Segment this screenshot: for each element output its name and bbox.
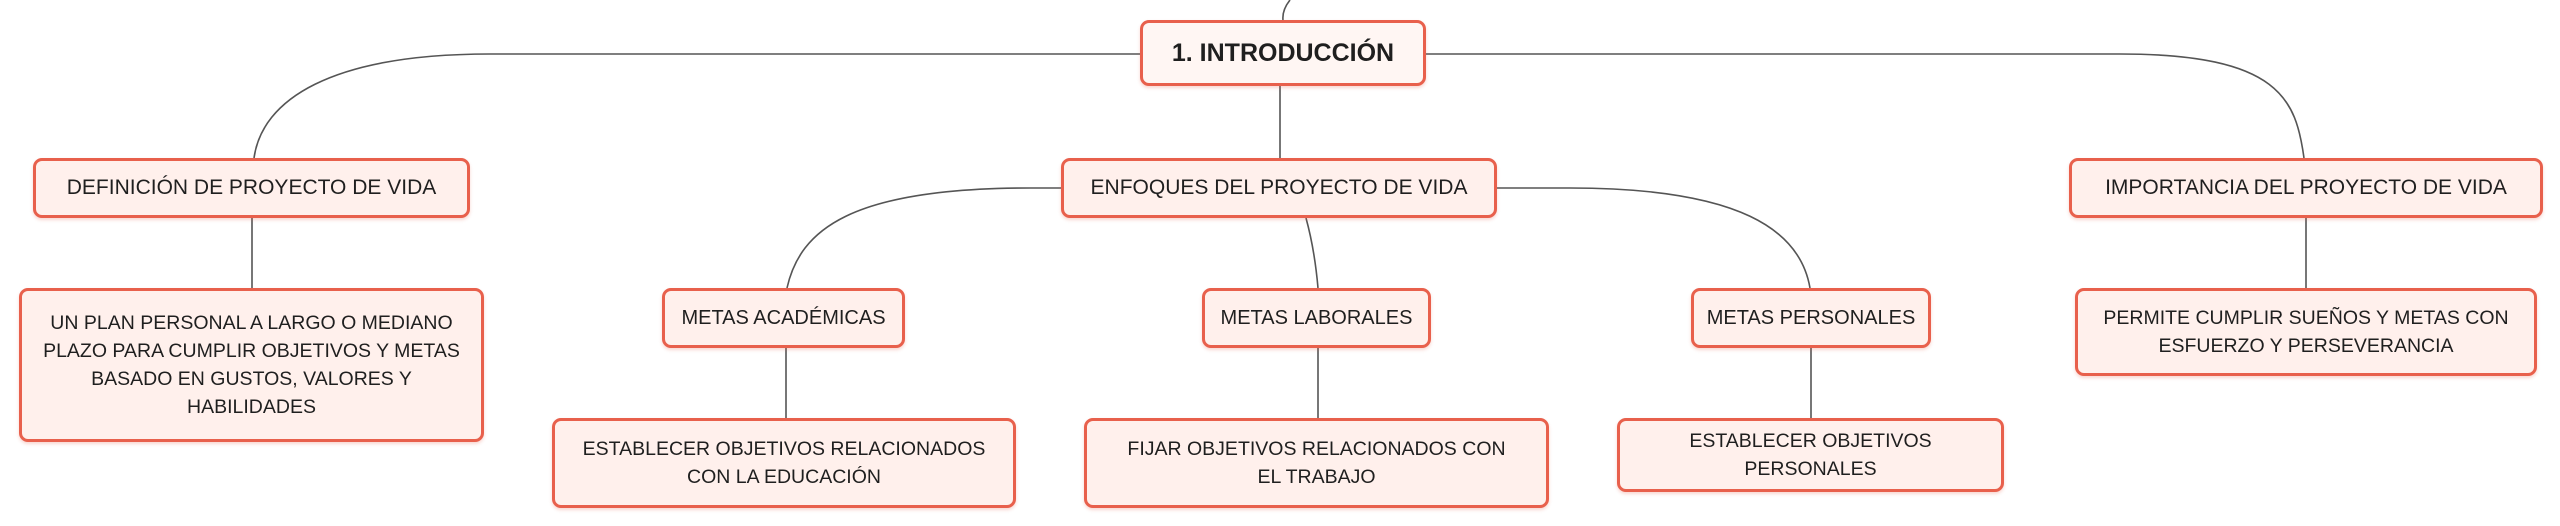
node-personales-detail[interactable]: ESTABLECER OBJETIVOS PERSONALES (1617, 418, 2004, 492)
node-enfoques[interactable]: ENFOQUES DEL PROYECTO DE VIDA (1061, 158, 1497, 218)
node-importancia[interactable]: IMPORTANCIA DEL PROYECTO DE VIDA (2069, 158, 2543, 218)
root-node-introduccion[interactable]: 1. INTRODUCCIÓN (1140, 20, 1426, 86)
connector-enfoques-laborales (1305, 217, 1319, 289)
node-definicion[interactable]: DEFINICIÓN DE PROYECTO DE VIDA (33, 158, 470, 218)
connector-enfoques-academicas (786, 187, 1061, 289)
node-metas-academicas[interactable]: METAS ACADÉMICAS (662, 288, 905, 348)
laborales-detail-text: FIJAR OBJETIVOS RELACIONADOS CON EL TRAB… (1127, 438, 1506, 488)
academicas-detail-text: ESTABLECER OBJETIVOS RELACIONADOS CON LA… (582, 438, 986, 488)
node-academicas-detail[interactable]: ESTABLECER OBJETIVOS RELACIONADOS CON LA… (552, 418, 1016, 508)
connector-enfoques-personales (1497, 187, 1811, 289)
metas-personales-label: METAS PERSONALES (1706, 307, 1916, 329)
node-laborales-detail[interactable]: FIJAR OBJETIVOS RELACIONADOS CON EL TRAB… (1084, 418, 1549, 508)
metas-laborales-label: METAS LABORALES (1220, 307, 1413, 329)
connector-root-importancia (1426, 53, 2305, 159)
node-metas-personales[interactable]: METAS PERSONALES (1691, 288, 1931, 348)
connector-incoming (1282, 0, 1291, 21)
node-metas-laborales[interactable]: METAS LABORALES (1202, 288, 1431, 348)
enfoques-label: ENFOQUES DEL PROYECTO DE VIDA (1090, 176, 1468, 199)
importancia-detail-text: PERMITE CUMPLIR SUEÑOS Y METAS CON ESFUE… (2103, 307, 2509, 357)
importancia-label: IMPORTANCIA DEL PROYECTO DE VIDA (2105, 176, 2507, 199)
root-label: 1. INTRODUCCIÓN (1171, 39, 1395, 67)
node-importancia-detail[interactable]: PERMITE CUMPLIR SUEÑOS Y METAS CON ESFUE… (2075, 288, 2537, 376)
metas-academicas-label: METAS ACADÉMICAS (681, 307, 886, 329)
personales-detail-text: ESTABLECER OBJETIVOS PERSONALES (1689, 430, 1932, 480)
connector-root-definicion (253, 53, 1140, 159)
node-definicion-detail[interactable]: UN PLAN PERSONAL A LARGO O MEDIANO PLAZO… (19, 288, 484, 442)
definicion-detail-text: UN PLAN PERSONAL A LARGO O MEDIANO PLAZO… (43, 312, 460, 418)
definicion-label: DEFINICIÓN DE PROYECTO DE VIDA (66, 176, 437, 199)
